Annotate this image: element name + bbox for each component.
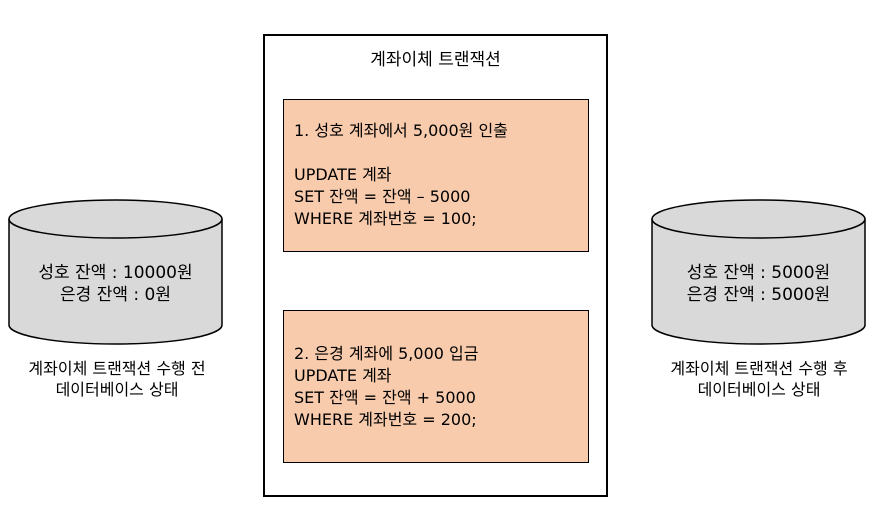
step-withdraw-box: 1. 성호 계좌에서 5,000원 인출 UPDATE 계좌 SET 잔액 = … <box>283 99 589 252</box>
step-withdraw-sql-set: SET 잔액 = 잔액 – 5000 <box>294 187 471 206</box>
balance-seongho-after: 성호 잔액 : 5000원 <box>686 263 831 283</box>
caption-after-line1: 계좌이체 트랜잭션 수행 후 <box>670 359 848 378</box>
database-cylinder-icon <box>8 199 223 345</box>
step-deposit-sql-set: SET 잔액 = 잔액 + 5000 <box>294 388 476 407</box>
database-before-contents: 성호 잔액 : 10000원 은경 잔액 : 0원 <box>8 262 223 306</box>
balance-eungyeong-after: 은경 잔액 : 5000원 <box>686 285 831 305</box>
database-after-contents: 성호 잔액 : 5000원 은경 잔액 : 5000원 <box>651 262 866 306</box>
balance-eungyeong-before: 은경 잔액 : 0원 <box>60 285 171 305</box>
step-withdraw-spacer <box>294 142 578 164</box>
database-cylinder-icon <box>651 199 866 345</box>
step-deposit-heading: 2. 은경 계좌에 5,000 입금 <box>294 344 479 363</box>
step-withdraw-sql-update: UPDATE 계좌 <box>294 165 392 184</box>
step-deposit-sql-update: UPDATE 계좌 <box>294 366 392 385</box>
balance-seongho-before: 성호 잔액 : 10000원 <box>38 263 193 283</box>
step-withdraw-sql-where: WHERE 계좌번호 = 100; <box>294 209 477 228</box>
database-before-caption: 계좌이체 트랜잭션 수행 전 데이터베이스 상태 <box>0 358 234 400</box>
transaction-title: 계좌이체 트랜잭션 <box>370 50 501 70</box>
step-withdraw-heading: 1. 성호 계좌에서 5,000원 인출 <box>294 121 508 140</box>
caption-after-line2: 데이터베이스 상태 <box>697 380 821 399</box>
database-after-caption: 계좌이체 트랜잭션 수행 후 데이터베이스 상태 <box>644 358 874 400</box>
step-deposit-sql-where: WHERE 계좌번호 = 200; <box>294 410 477 429</box>
transaction-frame: 계좌이체 트랜잭션 1. 성호 계좌에서 5,000원 인출 UPDATE 계좌… <box>263 34 608 497</box>
step-deposit-box: 2. 은경 계좌에 5,000 입금 UPDATE 계좌 SET 잔액 = 잔액… <box>283 310 589 463</box>
caption-before-line1: 계좌이체 트랜잭션 수행 전 <box>28 359 206 378</box>
caption-before-line2: 데이터베이스 상태 <box>55 380 179 399</box>
